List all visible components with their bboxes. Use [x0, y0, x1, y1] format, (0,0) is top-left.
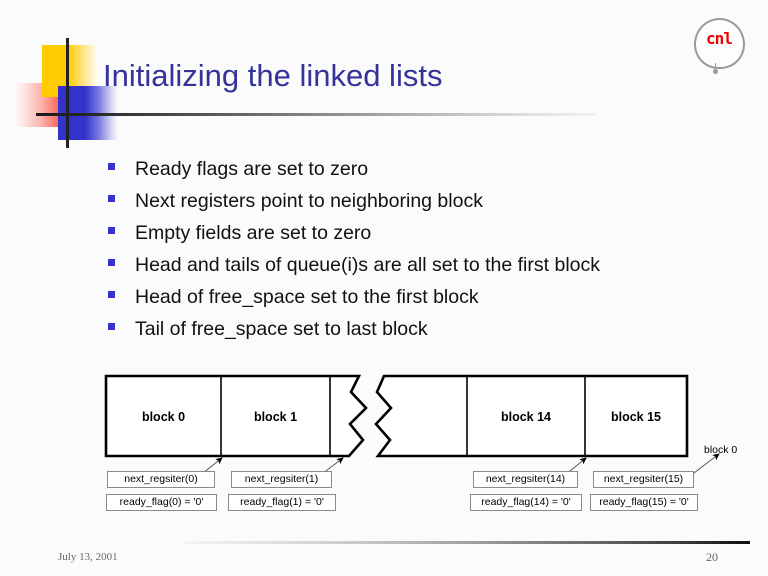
list-item-label: Tail of free_space set to last block [135, 318, 428, 340]
logo-dot-icon [713, 69, 718, 74]
bullet-square-icon [108, 291, 115, 298]
diagram-svg [104, 374, 720, 481]
bullet-list: Ready flags are set to zero Next registe… [108, 158, 728, 350]
footer-rule [185, 541, 750, 544]
footer-date: July 13, 2001 [58, 551, 118, 563]
list-item-label: Head of free_space set to the first bloc… [135, 286, 479, 308]
list-item: Ready flags are set to zero [108, 158, 728, 185]
block-label: block 14 [500, 410, 552, 424]
logo-knot-icon [715, 63, 716, 71]
deco-vertical-line [66, 38, 69, 148]
block-label: block 15 [610, 410, 662, 424]
right-block-group-outline [374, 374, 689, 458]
bullet-square-icon [108, 227, 115, 234]
footer-page-number: 20 [706, 550, 718, 564]
list-item: Next registers point to neighboring bloc… [108, 190, 728, 217]
ready-flag-tag: ready_flag(14) = '0' [470, 494, 582, 511]
block-label: block 0 [141, 410, 186, 424]
list-item-label: Ready flags are set to zero [135, 158, 369, 180]
list-item-label: Head and tails of queue(i)s are all set … [135, 254, 600, 276]
next-register-tag: next_regsiter(14) [473, 471, 578, 488]
logo-balloon-icon [694, 18, 745, 69]
ready-flag-tag: ready_flag(1) = '0' [228, 494, 336, 511]
bullet-square-icon [108, 323, 115, 330]
list-item: Tail of free_space set to last block [108, 318, 728, 345]
memory-block-diagram: block 0 block 1 block 14 block 15 next_r… [0, 360, 768, 530]
title-underline-rule [36, 113, 596, 116]
ready-flag-tag: ready_flag(15) = '0' [590, 494, 698, 511]
next-register-tag: next_regsiter(0) [107, 471, 215, 488]
block-label: block 1 [253, 410, 298, 424]
list-item-label: Next registers point to neighboring bloc… [135, 190, 483, 212]
pointer-arrow-15 [689, 453, 720, 477]
bullet-square-icon [108, 259, 115, 266]
list-item: Empty fields are set to zero [108, 222, 728, 249]
list-item: Head and tails of queue(i)s are all set … [108, 254, 728, 281]
next-register-tag: next_regsiter(1) [231, 471, 332, 488]
ready-flag-tag: ready_flag(0) = '0' [106, 494, 217, 511]
page-title: Initializing the linked lists [103, 58, 443, 93]
wrap-target-label: block 0 [704, 444, 738, 456]
bullet-square-icon [108, 195, 115, 202]
cnl-logo: cnl [688, 16, 750, 78]
list-item: Head of free_space set to the first bloc… [108, 286, 728, 313]
bullet-square-icon [108, 163, 115, 170]
logo-label: cnl [706, 29, 733, 48]
next-register-tag: next_regsiter(15) [593, 471, 694, 488]
list-item-label: Empty fields are set to zero [135, 222, 372, 244]
left-block-group-outline [104, 374, 368, 458]
